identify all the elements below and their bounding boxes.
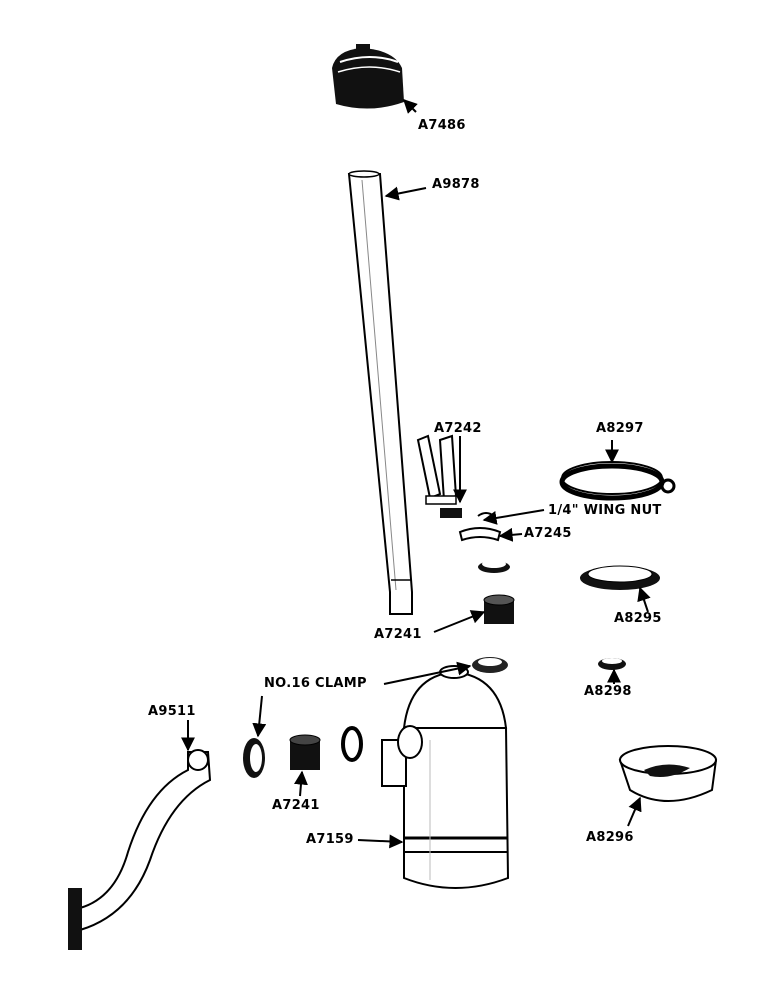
label-hose-upper: A7241 [374,627,422,642]
label-ring: A8295 [614,611,662,626]
elbow-part [68,749,212,950]
label-band-clamp: A8297 [596,421,644,436]
pipe-part [347,170,413,615]
clamp-upper-part [472,657,508,673]
hose-lower-part [289,734,321,770]
label-cleaner: A7159 [306,832,354,847]
ring-part [580,565,660,590]
band-clamp-part [559,461,676,501]
label-cup: A8296 [586,830,634,845]
leader-lines [181,99,651,849]
label-pipe: A9878 [432,177,480,192]
label-wing-nut: 1/4" WING NUT [548,503,662,518]
label-hose-lower: A7241 [272,798,320,813]
clamp-lower-part [243,738,265,778]
small-ring-part [598,658,626,670]
label-cap: A7486 [418,118,466,133]
label-small-ring: A8298 [584,684,632,699]
cup-part [618,745,718,802]
collar-part [478,560,510,573]
hose-upper-part [483,594,515,624]
label-clip: A7245 [524,526,572,541]
clamp-ring-part [341,726,363,762]
air-cleaner-part [381,665,510,889]
wing-nut-part [477,512,495,517]
clip-part [458,527,502,542]
bracket-part [416,434,462,518]
label-elbow: A9511 [148,704,196,719]
cap-part [332,44,404,109]
label-bracket: A7242 [434,421,482,436]
label-clamp-no16: NO.16 CLAMP [264,676,367,691]
